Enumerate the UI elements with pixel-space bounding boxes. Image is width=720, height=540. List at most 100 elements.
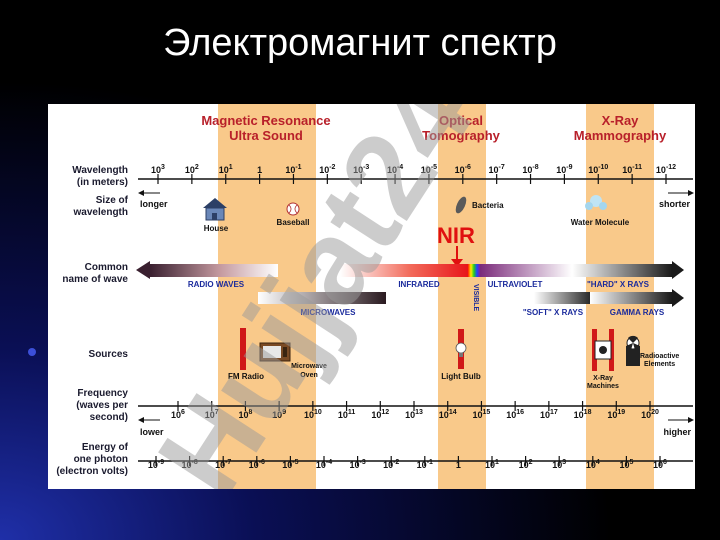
frequency-tick-label: 1013	[405, 409, 423, 420]
hard-xrays-bar	[572, 264, 672, 277]
longer-arrow-head	[138, 190, 144, 196]
wavelength-tick-label: 10-3	[353, 164, 369, 175]
wavelength-tick-label: 101	[219, 164, 233, 175]
gamma-rays-arrowhead	[672, 289, 684, 307]
band-optical	[438, 104, 486, 489]
band-heading-2b: Tomography	[422, 128, 501, 143]
frequency-tick-label: 1012	[371, 409, 389, 420]
slide-title: Электромагнит спектр	[163, 22, 557, 64]
light-bulb-label: Light Bulb	[441, 372, 481, 381]
frequency-tick-label: 1019	[607, 409, 625, 420]
wavelength-tick-label: 10-8	[522, 164, 538, 175]
shorter-arrow-head	[688, 190, 694, 196]
radioactive-label-2: Elements	[644, 361, 675, 368]
band-heading-2a: Optical	[439, 113, 483, 128]
energy-tick-label: 10-6	[249, 459, 265, 470]
wavelength-tick-label: 10-4	[387, 164, 403, 175]
wavelength-tick-label: 10-9	[556, 164, 572, 175]
visible-label: VISIBLE	[472, 284, 479, 312]
visible-bar	[468, 264, 480, 277]
energy-tick-label: 10-1	[417, 459, 433, 470]
baseball-icon	[286, 202, 300, 216]
longer-label: longer	[140, 199, 168, 209]
xray-machine-icon	[594, 340, 612, 360]
microwave-oven-label-2: Oven	[300, 372, 318, 379]
frequency-tick-label: 1018	[574, 409, 592, 420]
row-label-size-1: Size of	[96, 195, 129, 206]
row-label-freq-2: (waves per	[76, 400, 128, 411]
radio-waves-label: RADIO WAVES	[188, 280, 245, 289]
hard-xrays-label: "HARD" X RAYS	[587, 280, 650, 289]
row-label-energy-1: Energy of	[82, 442, 129, 453]
wavelength-tick-label: 1	[257, 165, 262, 175]
lower-label: lower	[140, 427, 164, 437]
frequency-tick-label: 1011	[338, 409, 356, 420]
xray-machines-label-2: Machines	[587, 383, 619, 390]
energy-tick-label: 10-7	[215, 459, 231, 470]
soft-xrays-bar	[534, 292, 590, 304]
energy-tick-label: 102	[519, 459, 533, 470]
energy-tick-label: 10-2	[383, 459, 399, 470]
row-label-common-2: name of wave	[62, 274, 128, 285]
em-spectrum-figure: Magnetic Resonance Ultra Sound Optical T…	[48, 104, 695, 489]
soft-xrays-label: "SOFT" X RAYS	[523, 308, 584, 317]
hard-xrays-arrowhead	[672, 261, 684, 279]
baseball-label: Baseball	[277, 218, 310, 227]
frequency-tick-label: 1014	[439, 409, 457, 420]
ultraviolet-label: ULTRAVIOLET	[488, 280, 543, 289]
radioactive-label-1: Radioactive	[640, 353, 679, 360]
frequency-tick-label: 109	[272, 409, 286, 420]
higher-arrow-head	[688, 417, 694, 423]
bacteria-label: Bacteria	[472, 201, 504, 210]
frequency-tick-label: 106	[171, 409, 185, 420]
energy-tick-label: 101	[485, 459, 499, 470]
frequency-tick-label: 1017	[540, 409, 558, 420]
band-heading-3b: Mammography	[574, 128, 667, 143]
energy-tick-label: 10-8	[181, 459, 197, 470]
wavelength-tick-label: 10-12	[656, 164, 676, 175]
wavelength-tick-label: 10-2	[319, 164, 335, 175]
gamma-rays-bar	[590, 292, 672, 304]
ultraviolet-bar	[480, 264, 572, 277]
water-molecule-icon	[585, 195, 607, 210]
microwaves-label: MICROWAVES	[301, 308, 357, 317]
row-label-energy-2: one photon	[74, 454, 128, 465]
fm-radio-antenna	[240, 328, 246, 370]
lower-arrow-head	[138, 417, 144, 423]
wavelength-tick-label: 103	[151, 164, 165, 175]
fm-radio-label: FM Radio	[228, 372, 264, 381]
radioactive-icon	[626, 335, 640, 366]
radio-waves-bar	[150, 264, 278, 277]
frequency-tick-label: 1020	[641, 409, 659, 420]
row-label-energy-3: (electron volts)	[56, 466, 128, 477]
infrared-bar	[340, 264, 468, 277]
energy-tick-label: 104	[586, 459, 600, 470]
microwave-oven-label-1: Microwave	[291, 363, 327, 370]
band-heading-3a: X-Ray	[602, 113, 640, 128]
energy-tick-label: 1	[456, 460, 461, 470]
wavelength-tick-label: 10-6	[455, 164, 471, 175]
wavelength-tick-label: 10-11	[622, 164, 642, 175]
energy-tick-label: 10-3	[349, 459, 365, 470]
gamma-rays-label: GAMMA RAYS	[610, 308, 665, 317]
band-heading-1a: Magnetic Resonance	[201, 113, 330, 128]
microwaves-bar	[258, 292, 386, 304]
energy-tick-label: 103	[552, 459, 566, 470]
row-label-sources: Sources	[89, 349, 129, 360]
frequency-tick-label: 1015	[473, 409, 491, 420]
row-label-wavelength-unit: (in meters)	[77, 177, 128, 188]
wavelength-tick-label: 10-10	[588, 164, 608, 175]
frequency-tick-label: 1010	[304, 409, 322, 420]
row-label-freq-1: Frequency	[77, 388, 128, 399]
light-bulb-icon	[455, 342, 467, 357]
bullet-dot	[28, 348, 36, 356]
radio-waves-arrowhead	[136, 261, 150, 279]
wavelength-tick-label: 10-1	[285, 164, 301, 175]
water-molecule-label: Water Molecule	[571, 218, 630, 227]
higher-label: higher	[663, 427, 691, 437]
frequency-tick-label: 107	[205, 409, 219, 420]
row-label-freq-3: second)	[90, 412, 128, 423]
row-label-wavelength: Wavelength	[72, 165, 128, 176]
infrared-label: INFRARED	[398, 280, 440, 289]
frequency-tick-label: 108	[238, 409, 252, 420]
